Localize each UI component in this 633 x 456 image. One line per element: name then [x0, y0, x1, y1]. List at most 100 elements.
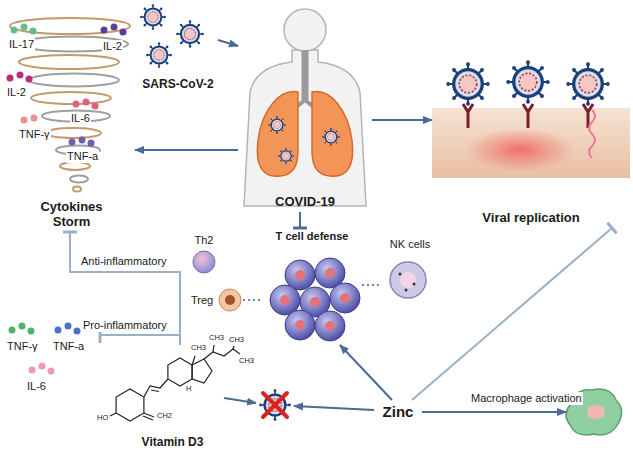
cytokine-dots	[74, 328, 81, 335]
effect-arrows	[100, 334, 180, 336]
human-figure	[302, 50, 309, 100]
th2-cell: Th2	[186, 232, 222, 278]
immune-cells	[330, 283, 360, 313]
immune-cells	[295, 320, 305, 330]
human-figure	[244, 9, 366, 206]
immune-cells	[285, 310, 315, 340]
vitamin-d3-structure	[110, 413, 116, 416]
immune-cells	[193, 251, 622, 435]
immune-cells	[325, 268, 335, 278]
atom-label: HO	[96, 414, 109, 423]
immune-cells	[295, 270, 305, 280]
cytokine-dots	[21, 117, 28, 124]
immune-cells	[280, 295, 290, 305]
cytokine-dots	[88, 140, 95, 147]
vitamin-d3-structure	[192, 359, 212, 383]
connector	[243, 299, 262, 301]
human-figure	[244, 50, 366, 206]
cytokine-tornado	[19, 55, 119, 69]
node-text: Cytokines Storm	[27, 200, 117, 230]
pathway-label: Pro-inflammatory	[82, 319, 168, 332]
host-tissue	[589, 110, 595, 158]
vitamin-d3-molecule: Vitamin D3	[95, 345, 250, 452]
human-figure	[312, 92, 353, 177]
human-figure	[284, 9, 326, 51]
connector	[70, 232, 180, 345]
immune-cells	[219, 289, 241, 311]
cytokine-dots	[11, 27, 18, 34]
cytokine-name: TNF-γ	[18, 128, 51, 141]
immune-cells	[225, 295, 235, 305]
host-tissue	[446, 62, 490, 106]
human-figure	[322, 128, 340, 146]
vitamin-d3-structure	[233, 346, 234, 349]
atom-label: CH2	[156, 412, 173, 421]
immune-cells	[325, 321, 335, 331]
immune-cells	[405, 289, 408, 292]
cytokine-dots	[26, 76, 33, 83]
human-figure	[257, 92, 298, 177]
node-text: Th2	[195, 234, 214, 247]
cytokine-dots	[28, 328, 35, 335]
cytokine-dots	[30, 28, 37, 35]
cytokine-tornado	[45, 128, 101, 138]
human-figure	[268, 116, 286, 134]
vitamin-d3-structure	[192, 356, 195, 365]
sars-cov-2-particles	[176, 20, 204, 48]
blocked-virus	[259, 389, 291, 421]
vitamin-d3-structure	[168, 358, 192, 386]
node-text: NK cells	[390, 238, 430, 251]
pathway-label: Anti-inflammatory	[80, 255, 168, 268]
immune-cells	[270, 258, 360, 341]
connector	[135, 149, 238, 151]
immune-cells	[413, 283, 416, 286]
vitamin-d3-structure	[143, 416, 153, 420]
host-tissue	[465, 128, 575, 172]
cytokine-dots	[92, 103, 99, 110]
node-text: Viral replication	[482, 211, 579, 226]
cytokine-dots	[17, 72, 24, 79]
atom-label: H	[185, 385, 192, 394]
vitamin-d3-structure	[144, 379, 168, 397]
node-text: Treg	[191, 294, 213, 307]
immune-cells	[310, 297, 320, 307]
node-text: Zinc	[383, 403, 414, 420]
cytokine-name: IL-2	[6, 86, 27, 99]
cytokine-tornado	[73, 187, 81, 192]
blocked-virus	[263, 393, 287, 417]
cytokine-name: IL-6	[26, 380, 47, 393]
human-figure	[278, 148, 294, 164]
immune-cells	[193, 251, 215, 273]
cytokine-dots	[39, 363, 46, 370]
cytokine-dots	[101, 27, 108, 34]
atom-label: CH3	[208, 334, 225, 343]
treg-cell: Treg	[188, 288, 243, 312]
immune-cells	[390, 262, 426, 298]
immune-cells	[315, 311, 345, 341]
effect-arrows	[224, 398, 256, 403]
effect-label: Macrophage activation	[470, 392, 583, 405]
effect-arrows	[294, 406, 374, 410]
cytokine-dots	[7, 75, 14, 82]
host-tissue	[432, 60, 630, 178]
host-tissue	[432, 108, 630, 178]
vitamin-d3-structure	[116, 389, 144, 421]
vitamin-d3-structure	[151, 390, 159, 392]
connector-group	[70, 40, 612, 400]
connector	[412, 228, 612, 400]
nk-cell: NK cells	[380, 236, 440, 300]
node-text: T cell defense	[276, 230, 349, 243]
t-cell-cluster: T cell defense	[262, 228, 362, 345]
effect-arrows	[422, 411, 566, 413]
cytokine-tornado	[10, 18, 130, 34]
cytokine-dots	[111, 24, 118, 31]
immune-cells	[340, 293, 350, 303]
immune-cells	[587, 405, 605, 419]
connector	[362, 284, 380, 286]
cytokine-tornado	[60, 162, 90, 170]
cytokine-name: TNF-a	[66, 150, 99, 163]
